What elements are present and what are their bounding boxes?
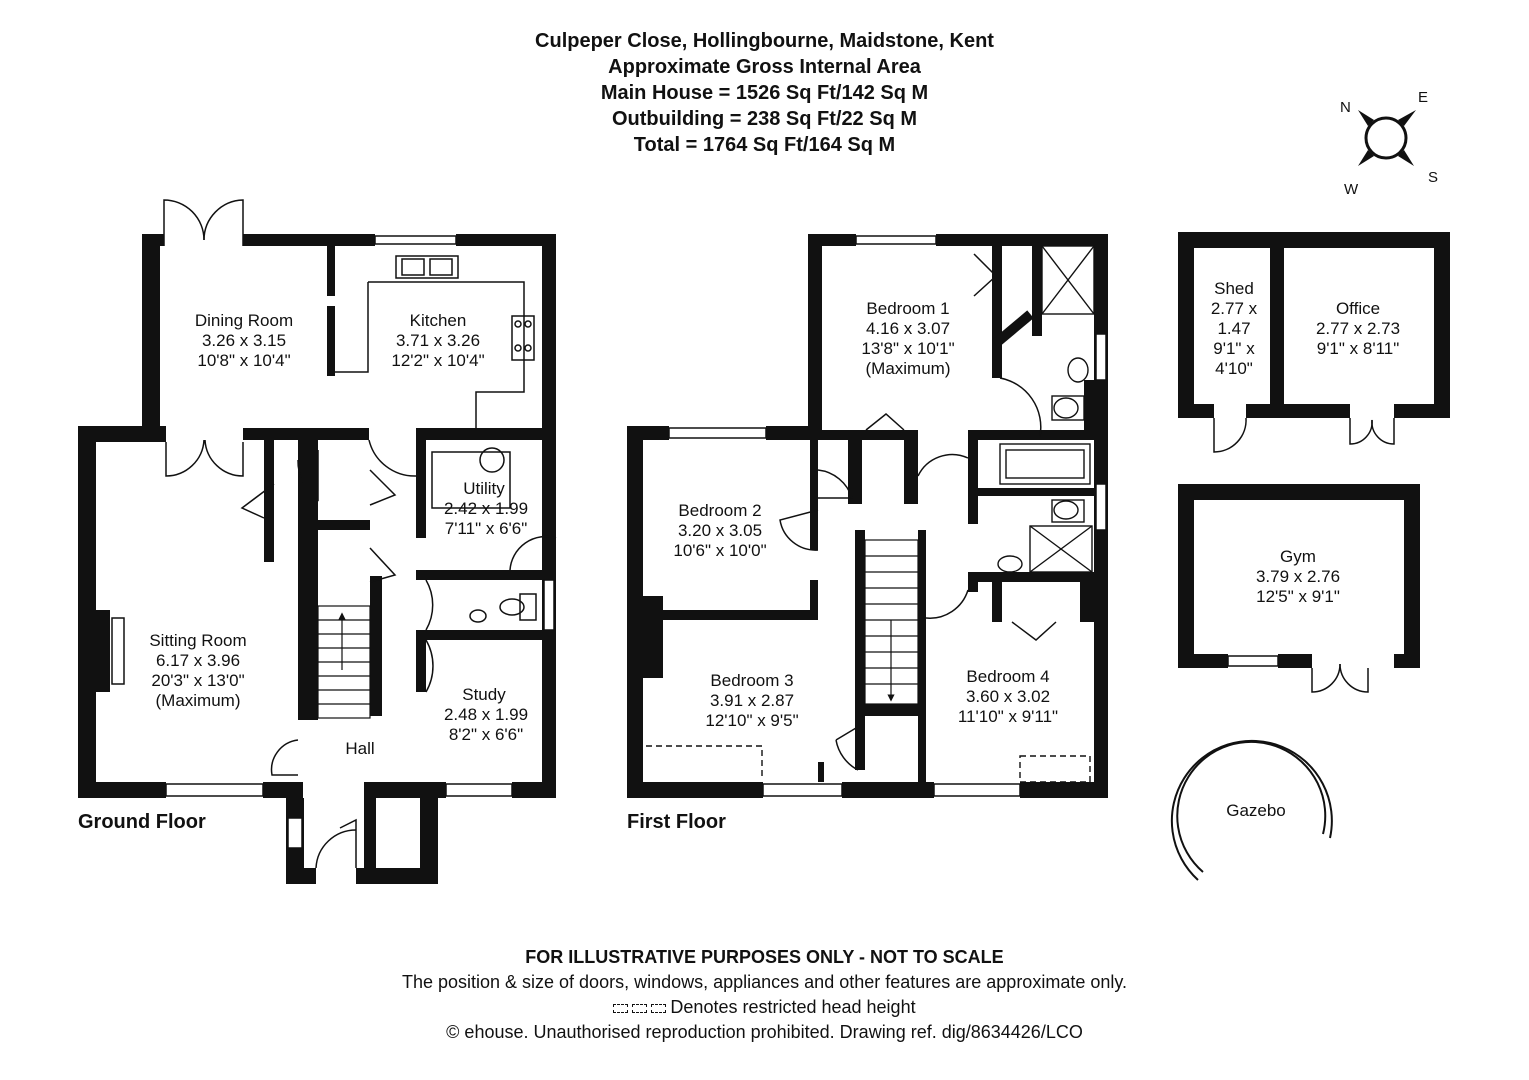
- svg-text:1.47: 1.47: [1217, 319, 1250, 338]
- first-floor-stairs: [864, 539, 919, 705]
- svg-text:2.77 x: 2.77 x: [1211, 299, 1258, 318]
- first-floor-fittings: [646, 245, 1095, 783]
- gazebo-outline: [1170, 739, 1333, 881]
- ground-floor-stairs: [317, 605, 371, 719]
- plan-header: Culpeper Close, Hollingbourne, Maidstone…: [0, 28, 1529, 158]
- svg-text:Utility: Utility: [463, 479, 505, 498]
- svg-text:11'10" x 9'11": 11'10" x 9'11": [958, 707, 1058, 726]
- svg-text:2.77 x 2.73: 2.77 x 2.73: [1316, 319, 1400, 338]
- restricted-height-icon: [613, 1003, 629, 1013]
- svg-text:13'8" x 10'1": 13'8" x 10'1": [861, 339, 954, 358]
- outbuilding-area: Outbuilding = 238 Sq Ft/22 Sq M: [611, 108, 918, 130]
- svg-text:3.79 x 2.76: 3.79 x 2.76: [1256, 567, 1340, 586]
- svg-text:3.60 x 3.02: 3.60 x 3.02: [966, 687, 1050, 706]
- restricted-height-icon: [651, 1003, 667, 1013]
- outbuilding-windows: [1227, 655, 1279, 667]
- dining-room-label: Dining Room 3.26 x 3.15 10'8" x 10'4": [195, 311, 293, 370]
- svg-text:Dining Room: Dining Room: [195, 311, 293, 330]
- copyright: © ehouse. Unauthorised reproduction proh…: [446, 1022, 1083, 1042]
- svg-text:2.48 x 1.99: 2.48 x 1.99: [444, 705, 528, 724]
- svg-text:7'11" x 6'6": 7'11" x 6'6": [445, 519, 528, 538]
- svg-text:Bedroom 1: Bedroom 1: [866, 299, 949, 318]
- outbuilding-walls: [1178, 232, 1450, 668]
- utility-label: Utility 2.42 x 1.99 7'11" x 6'6": [444, 479, 528, 538]
- compass-s: S: [1428, 169, 1438, 186]
- svg-text:4'10": 4'10": [1215, 359, 1253, 378]
- room-labels: Dining Room 3.26 x 3.15 10'8" x 10'4" Ki…: [149, 279, 1400, 820]
- svg-text:8'2" x 6'6": 8'2" x 6'6": [449, 725, 523, 744]
- compass-n: N: [1340, 99, 1351, 116]
- office-label: Office 2.77 x 2.73 9'1" x 8'11": [1316, 299, 1400, 358]
- disclaimer-note: The position & size of doors, windows, a…: [401, 972, 1128, 992]
- svg-text:2.42 x 1.99: 2.42 x 1.99: [444, 499, 528, 518]
- svg-text:10'8" x 10'4": 10'8" x 10'4": [197, 351, 290, 370]
- svg-text:Bedroom 2: Bedroom 2: [678, 501, 761, 520]
- main-house-area: Main House = 1526 Sq Ft/142 Sq M: [600, 82, 929, 104]
- svg-text:3.91 x 2.87: 3.91 x 2.87: [710, 691, 794, 710]
- svg-text:3.20 x 3.05: 3.20 x 3.05: [678, 521, 762, 540]
- area-title: Approximate Gross Internal Area: [608, 56, 921, 78]
- svg-text:20'3" x 13'0": 20'3" x 13'0": [151, 671, 244, 690]
- ground-floor-label: Ground Floor: [78, 811, 206, 833]
- legend-text: Denotes restricted head height: [670, 997, 916, 1017]
- svg-text:Study: Study: [462, 685, 506, 704]
- svg-text:Office: Office: [1336, 299, 1380, 318]
- compass-w: W: [1344, 181, 1359, 198]
- ground-floor-doors: [163, 199, 557, 869]
- compass-e: E: [1418, 89, 1428, 106]
- kitchen-fittings: [335, 255, 537, 623]
- ground-floor-windows: [111, 235, 555, 849]
- svg-text:9'1" x: 9'1" x: [1213, 339, 1255, 358]
- svg-text:Bedroom 3: Bedroom 3: [710, 671, 793, 690]
- gym-label: Gym 3.79 x 2.76 12'5" x 9'1": [1256, 547, 1340, 606]
- plan-footer: FOR ILLUSTRATIVE PURPOSES ONLY - NOT TO …: [0, 945, 1529, 1045]
- study-label: Study 2.48 x 1.99 8'2" x 6'6": [444, 685, 528, 744]
- svg-text:Kitchen: Kitchen: [410, 311, 467, 330]
- hall-label: Hall: [345, 739, 374, 758]
- address-title: Culpeper Close, Hollingbourne, Maidstone…: [535, 30, 994, 52]
- bedroom3-label: Bedroom 3 3.91 x 2.87 12'10" x 9'5": [705, 671, 798, 730]
- bedroom2-label: Bedroom 2 3.20 x 3.05 10'6" x 10'0": [673, 501, 766, 560]
- svg-text:6.17 x 3.96: 6.17 x 3.96: [156, 651, 240, 670]
- svg-text:10'6" x 10'0": 10'6" x 10'0": [673, 541, 766, 560]
- shed-label: Shed 2.77 x 1.47 9'1" x 4'10": [1211, 279, 1258, 378]
- svg-text:Gym: Gym: [1280, 547, 1316, 566]
- svg-text:4.16 x 3.07: 4.16 x 3.07: [866, 319, 950, 338]
- gazebo-label: Gazebo: [1226, 801, 1286, 820]
- kitchen-label: Kitchen 3.71 x 3.26 12'2" x 10'4": [391, 311, 484, 370]
- svg-text:12'10" x 9'5": 12'10" x 9'5": [705, 711, 798, 730]
- restricted-height-icon: [632, 1003, 648, 1013]
- svg-text:Sitting Room: Sitting Room: [149, 631, 246, 650]
- svg-text:3.26 x 3.15: 3.26 x 3.15: [202, 331, 286, 350]
- svg-text:9'1" x 8'11": 9'1" x 8'11": [1317, 339, 1400, 358]
- svg-text:Shed: Shed: [1214, 279, 1254, 298]
- total-area: Total = 1764 Sq Ft/164 Sq M: [633, 134, 896, 156]
- bedroom1-label: Bedroom 1 4.16 x 3.07 13'8" x 10'1" (Max…: [861, 299, 954, 378]
- legend: Denotes restricted head height: [0, 995, 1529, 1020]
- sitting-room-label: Sitting Room 6.17 x 3.96 20'3" x 13'0" (…: [149, 631, 246, 710]
- outbuilding-doors: [1213, 417, 1395, 693]
- first-floor-doors: [779, 253, 1057, 771]
- svg-text:(Maximum): (Maximum): [866, 359, 951, 378]
- svg-text:3.71 x 3.26: 3.71 x 3.26: [396, 331, 480, 350]
- svg-text:12'5" x 9'1": 12'5" x 9'1": [1256, 587, 1340, 606]
- compass-icon: N E S W: [1340, 89, 1438, 198]
- svg-text:(Maximum): (Maximum): [156, 691, 241, 710]
- ground-floor-walls: [78, 234, 556, 884]
- first-floor-label: First Floor: [627, 811, 726, 833]
- first-floor-walls: [627, 234, 1108, 798]
- disclaimer: FOR ILLUSTRATIVE PURPOSES ONLY - NOT TO …: [525, 947, 1004, 967]
- svg-text:Bedroom 4: Bedroom 4: [966, 667, 1049, 686]
- svg-text:12'2" x 10'4": 12'2" x 10'4": [391, 351, 484, 370]
- bedroom4-label: Bedroom 4 3.60 x 3.02 11'10" x 9'11": [958, 667, 1058, 726]
- first-floor-windows: [668, 235, 1107, 797]
